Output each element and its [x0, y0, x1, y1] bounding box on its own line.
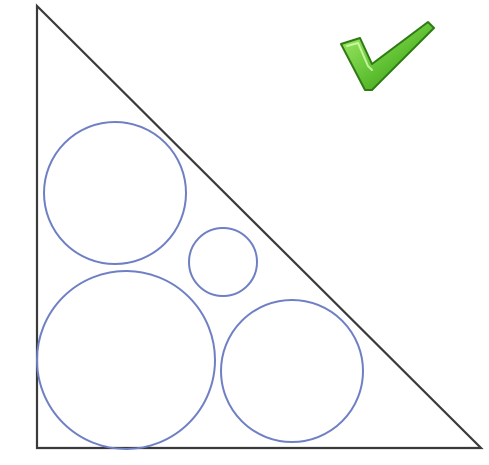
circle-bottom-right [220, 299, 364, 443]
check-icon [340, 21, 435, 91]
circle-large-bottom-left [36, 270, 216, 450]
right-triangle [35, 3, 484, 450]
circle-small-center [188, 227, 258, 297]
circle-upper-left [43, 121, 187, 265]
